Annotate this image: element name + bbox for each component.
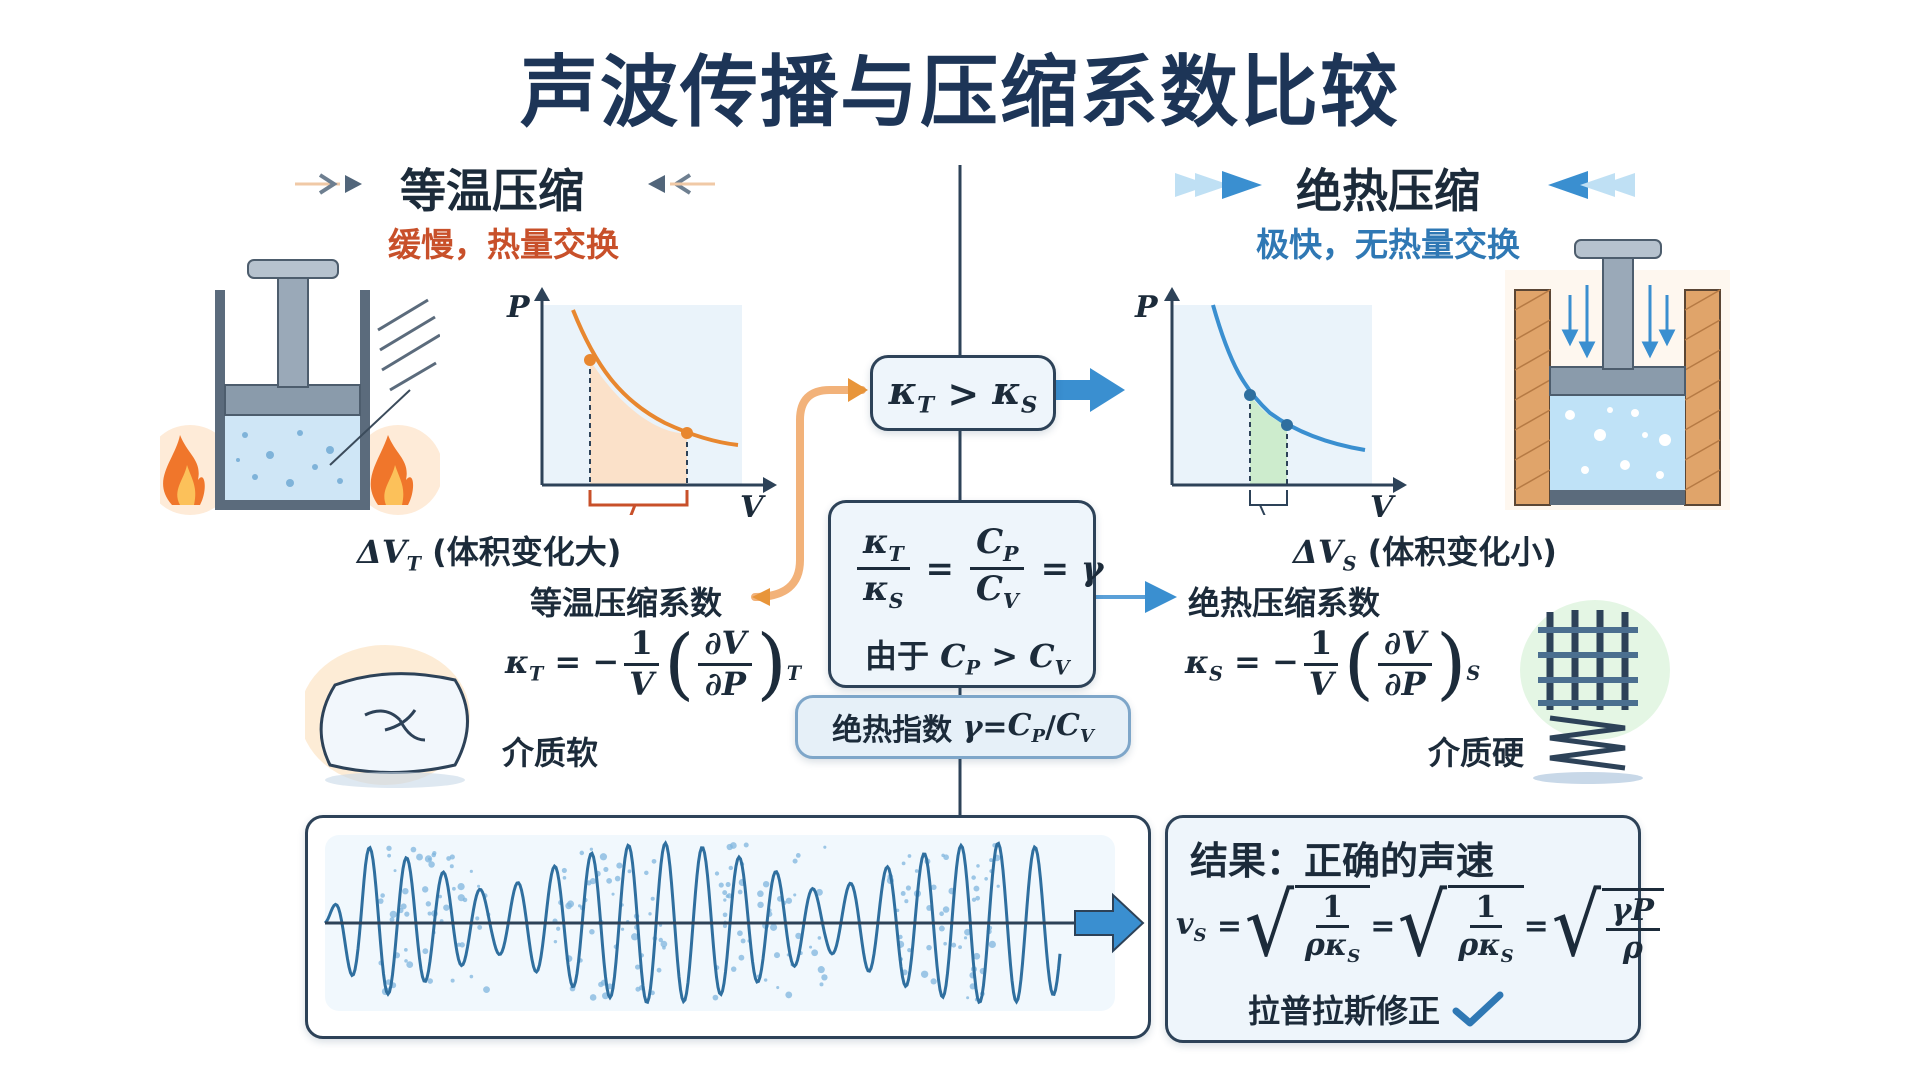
adiabatic-coefficient-name: 绝热压缩系数	[1188, 584, 1381, 622]
gamma-box: 绝热指数 γ = CP/CV	[795, 695, 1131, 759]
flame-icon	[163, 435, 205, 505]
arrow-right-icon	[1050, 380, 1095, 400]
isothermal-pv-graph	[534, 287, 777, 515]
kappa-comparison-box: κT > κS	[870, 355, 1056, 431]
sound-wave-graphic	[323, 835, 1145, 1011]
inward-arrows-left	[295, 173, 715, 195]
checkmark-icon	[1452, 991, 1504, 1027]
adiabatic-medium-label: 介质硬	[1428, 734, 1525, 772]
adiabatic-subtitle: 极快，无热量交换	[1256, 225, 1520, 264]
because-label: 由于	[865, 637, 930, 675]
flame-icon	[370, 435, 414, 505]
adiabatic-piston	[1505, 239, 1730, 510]
page-title: 声波传播与压缩系数比较	[519, 48, 1400, 138]
adiabatic-pv-graph	[1164, 287, 1407, 515]
adiabatic-p-axis-label: P	[1135, 290, 1158, 325]
gamma-label: 绝热指数	[832, 713, 953, 748]
isothermal-heading: 等温压缩	[400, 164, 584, 218]
isothermal-v-axis-label: V	[740, 490, 764, 525]
isothermal-connector	[751, 386, 866, 601]
adiabatic-v-axis-label: V	[1370, 490, 1394, 525]
connector-arrowhead	[848, 378, 868, 402]
result-heading: 结果：正确的声速	[1190, 839, 1495, 883]
isothermal-piston	[160, 259, 440, 515]
isothermal-delta-v: ΔVT (体积变化大)	[357, 533, 622, 576]
isothermal-coefficient-name: 等温压缩系数	[530, 584, 723, 622]
adiabatic-delta-v: ΔVS (体积变化小)	[1293, 533, 1557, 576]
laplace-correction-label: 拉普拉斯修正	[1248, 992, 1441, 1030]
inward-arrows-right	[1175, 171, 1635, 199]
isothermal-subtitle: 缓慢，热量交换	[388, 225, 619, 264]
isothermal-medium-label: 介质软	[502, 734, 599, 772]
isothermal-p-axis-label: P	[507, 290, 530, 325]
spring-icon	[1520, 600, 1670, 784]
pillow-icon	[305, 645, 470, 788]
arrow-right-icon	[1074, 892, 1145, 954]
adiabatic-heading: 绝热压缩	[1296, 164, 1480, 218]
